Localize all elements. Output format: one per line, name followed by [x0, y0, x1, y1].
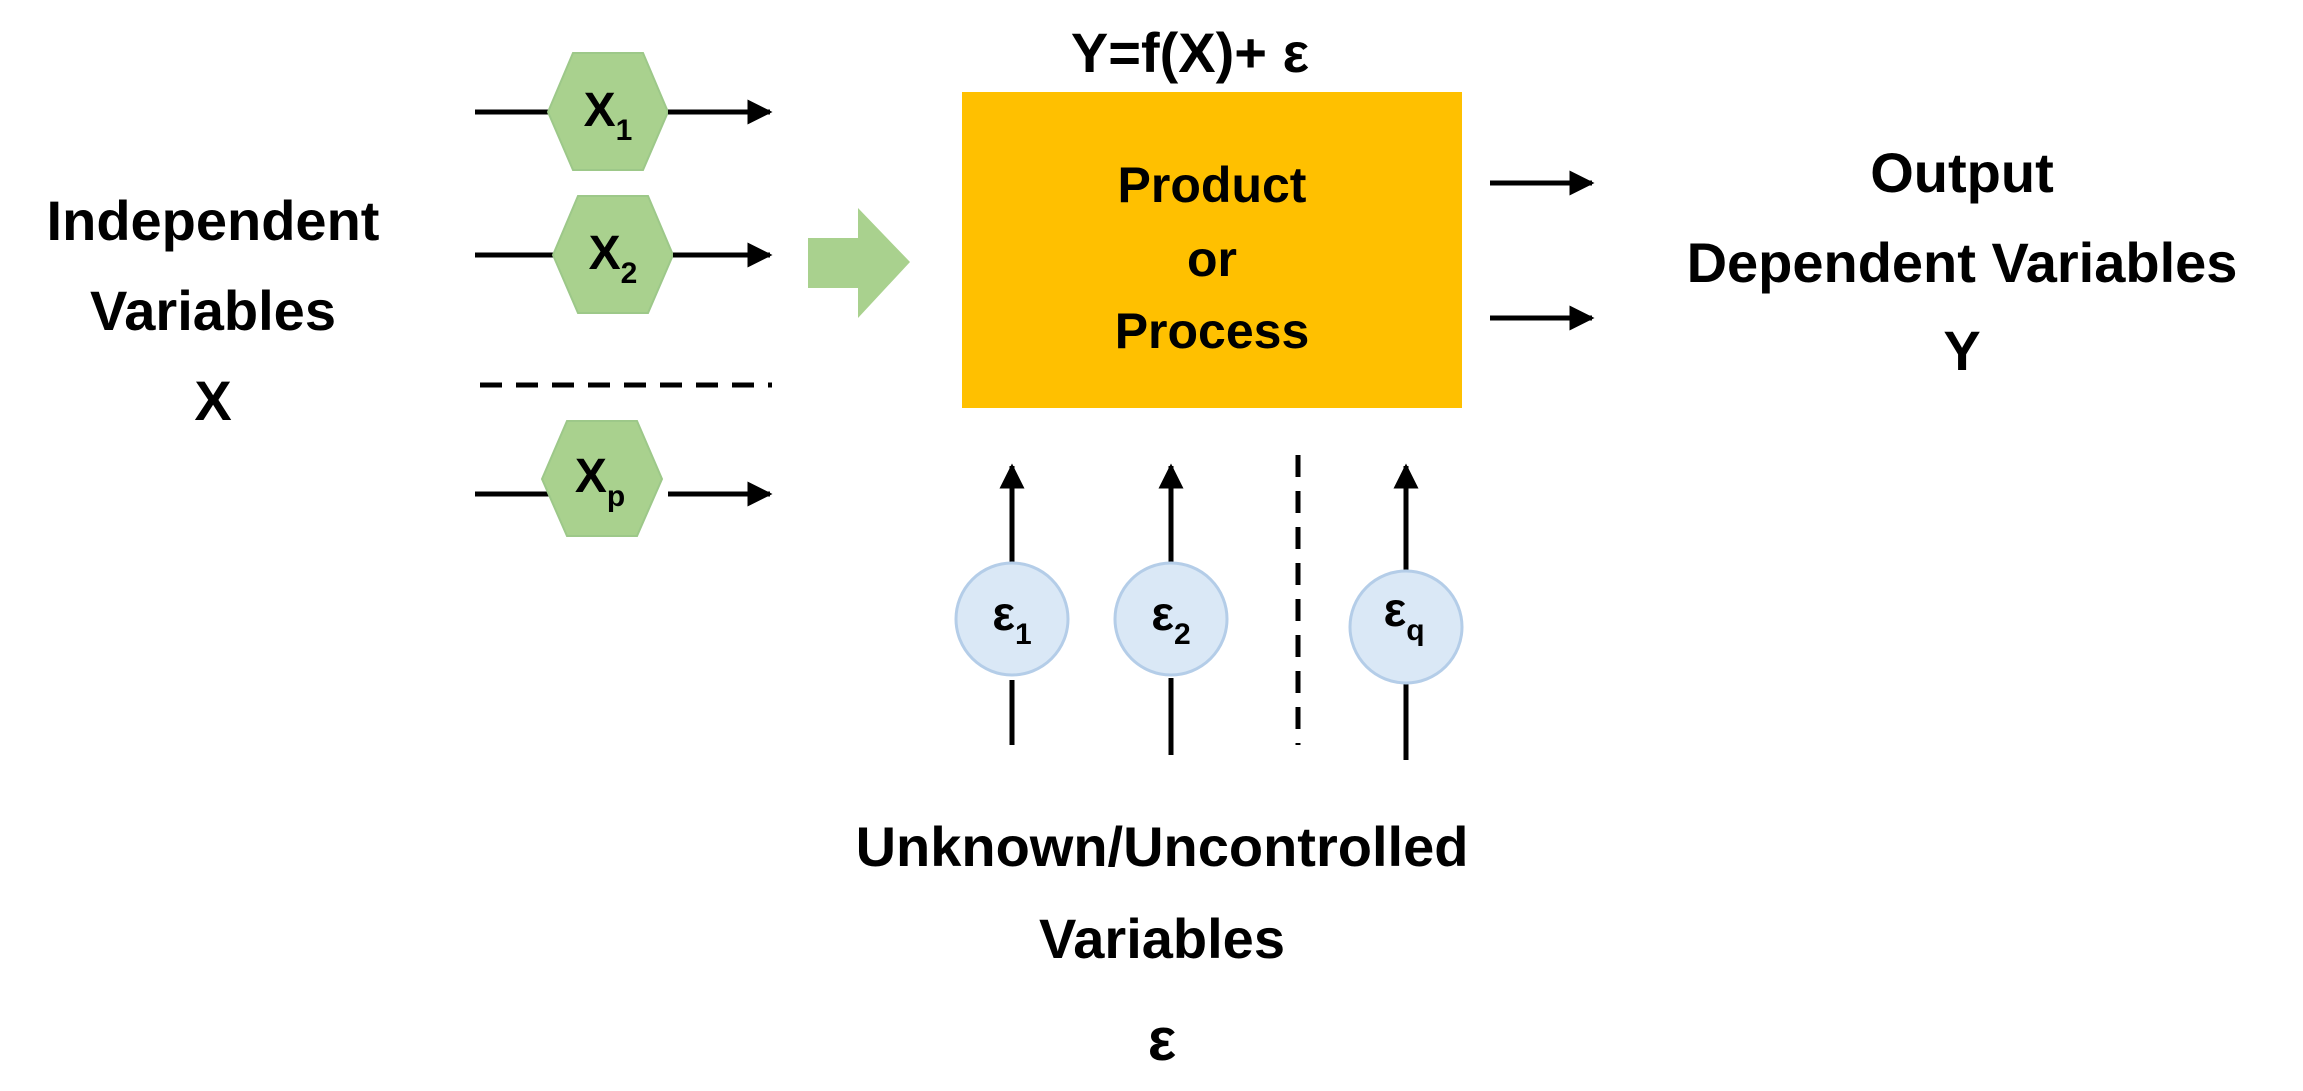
noise-e2-circle — [1113, 561, 1229, 677]
input-x2-label: X2 — [589, 227, 638, 290]
input-x2-base: X — [589, 227, 621, 280]
input-xp-base: X — [575, 450, 607, 503]
process-box-rect — [962, 92, 1462, 408]
input-x1-base: X — [584, 84, 616, 137]
noise-e1-base: ε — [992, 588, 1015, 641]
process-line3: Process — [1115, 303, 1310, 359]
input-x1: X1 — [475, 52, 773, 171]
process-line2: or — [1187, 231, 1237, 287]
noise-e2-label: ε2 — [1151, 588, 1190, 651]
input-x2: X2 — [475, 195, 773, 314]
input-x1-sub: 1 — [616, 114, 633, 147]
output-line1: Output — [1870, 141, 2053, 204]
output-label: Output Dependent Variables Y — [1687, 141, 2238, 382]
unknown-line2: Variables — [1039, 907, 1285, 970]
input-xp-hexagon — [540, 420, 664, 537]
noise-e1-label: ε1 — [992, 588, 1031, 651]
unknown-variables-label: Unknown/Uncontrolled Variables ε — [856, 815, 1469, 1073]
process-box: Product or Process — [962, 92, 1462, 408]
equation-label: Y=f(X)+ ε — [1071, 21, 1309, 84]
noise-e2-base: ε — [1151, 588, 1174, 641]
noise-eq-sub: q — [1406, 614, 1424, 647]
input-xp-sub: p — [607, 480, 625, 513]
input-xp-label: Xp — [575, 450, 625, 513]
input-x1-label: X1 — [584, 84, 633, 147]
noise-e1-circle — [954, 561, 1070, 677]
independent-line1: Independent — [47, 189, 380, 252]
output-symbol: Y — [1943, 319, 1980, 382]
independent-line2: Variables — [90, 279, 336, 342]
unknown-line1: Unknown/Uncontrolled — [856, 815, 1469, 878]
block-right-arrow-icon — [808, 208, 910, 318]
input-x2-sub: 2 — [621, 257, 638, 290]
noise-eq-circle — [1348, 569, 1464, 685]
noise-e1-sub: 1 — [1015, 618, 1032, 651]
noise-eq-label: εq — [1383, 584, 1424, 647]
independent-symbol: X — [194, 369, 231, 432]
output-line2: Dependent Variables — [1687, 231, 2238, 294]
unknown-symbol: ε — [1148, 1006, 1176, 1073]
noise-e1: ε1 — [954, 463, 1070, 745]
noise-e2-sub: 2 — [1174, 618, 1191, 651]
noise-eq-base: ε — [1383, 584, 1406, 637]
noise-e2: ε2 — [1113, 463, 1229, 755]
independent-variables-label: Independent Variables X — [47, 189, 380, 432]
noise-eq: εq — [1348, 463, 1464, 760]
process-line1: Product — [1118, 157, 1307, 213]
input-xp: Xp — [475, 420, 773, 537]
